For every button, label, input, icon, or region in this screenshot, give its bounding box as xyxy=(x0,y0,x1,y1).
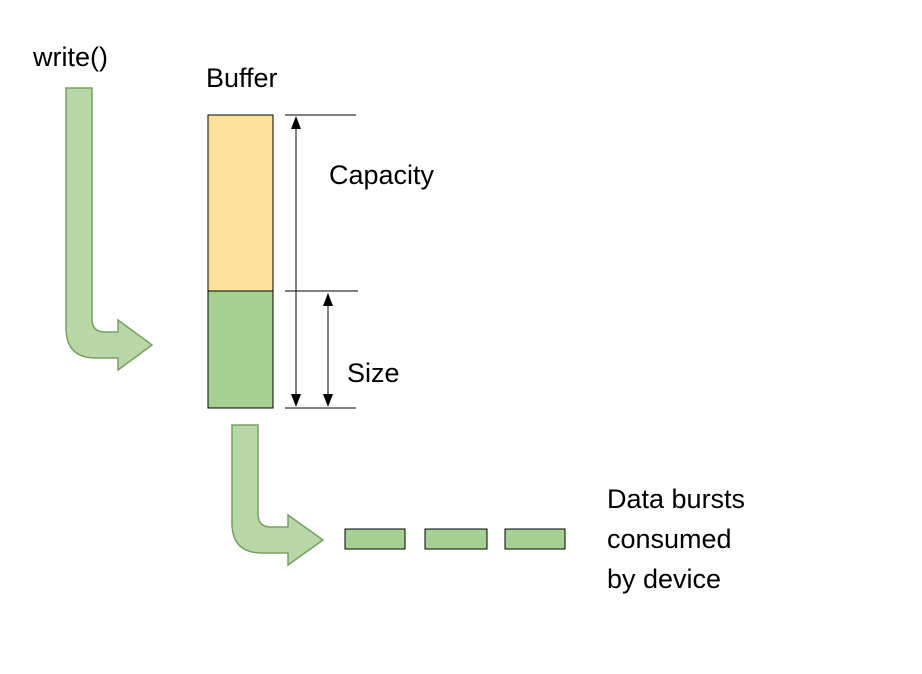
size-arrowhead-bottom-icon xyxy=(323,394,333,407)
write-arrow xyxy=(65,87,154,372)
buffer-label: Buffer xyxy=(206,63,278,93)
data-bursts-line-3: by device xyxy=(607,564,722,594)
data-bursts-label: Data bursts consumed by device xyxy=(607,479,745,599)
data-bursts-line-2: consumed xyxy=(607,524,732,554)
capacity-arrowhead-bottom-icon xyxy=(291,394,301,407)
buffer-capacity-region xyxy=(207,114,274,292)
write-label: write() xyxy=(33,42,108,72)
data-burst-dash xyxy=(424,528,488,550)
size-arrowhead-top-icon xyxy=(323,293,333,306)
size-label: Size xyxy=(347,358,400,388)
data-burst-dash xyxy=(504,528,566,550)
capacity-label: Capacity xyxy=(329,160,435,190)
buffer-size-region xyxy=(207,290,274,409)
data-burst-dash xyxy=(344,528,406,550)
data-bursts-line-1: Data bursts xyxy=(607,484,746,514)
capacity-arrowhead-top-icon xyxy=(291,116,301,129)
device-arrow xyxy=(231,424,325,567)
